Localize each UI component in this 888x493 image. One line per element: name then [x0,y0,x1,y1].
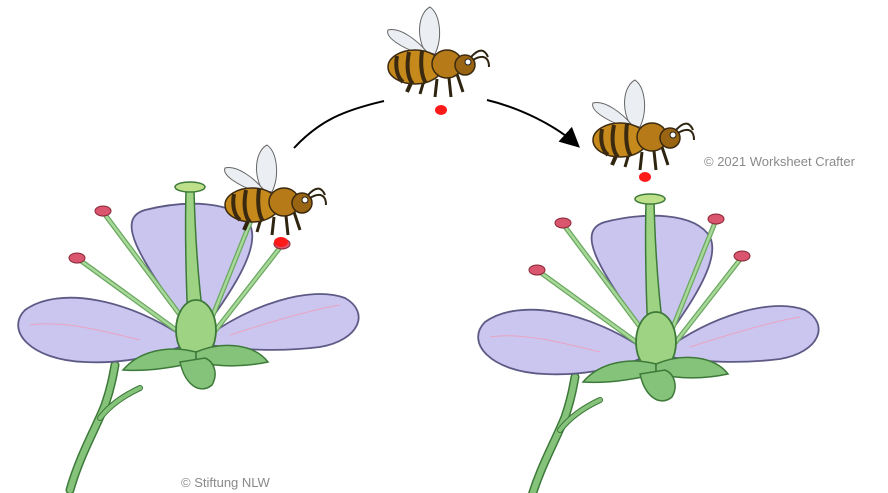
worksheet-crafter-credit: © 2021 Worksheet Crafter [704,154,855,169]
bee-on-right-flower [593,80,694,170]
bee-icon [593,80,694,170]
right-arrow [487,100,577,145]
left-arrow [294,101,384,148]
pollen-dot-right [639,172,651,182]
flower-icon [18,182,358,490]
stiftung-nlw-credit: © Stiftung NLW [181,475,270,490]
pollen-dot-left [274,237,288,247]
flower-icon [478,194,818,493]
left-flower [18,182,358,490]
bee-icon [388,7,489,97]
bee-flying [388,7,489,97]
right-flower [478,194,818,493]
pollen-dot-flying [435,105,447,115]
